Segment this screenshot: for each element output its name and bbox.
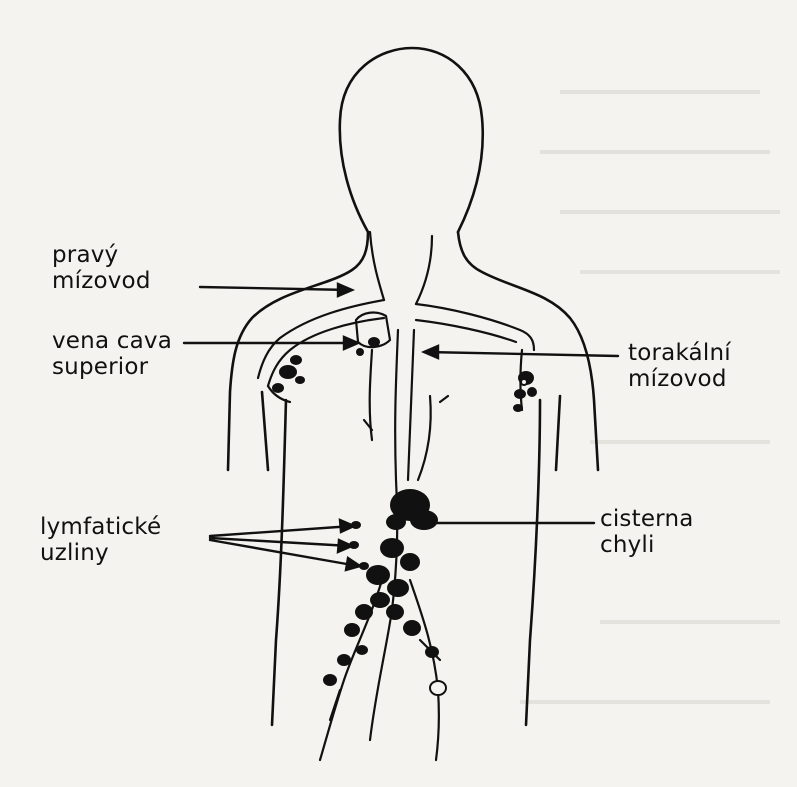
label-thoracic-duct: torakální mízovod: [628, 340, 731, 392]
left-arm-inner-outline: [262, 392, 268, 470]
label-lymph-nodes: lymfatické uzliny: [40, 514, 161, 566]
lymph-node-clusters: [272, 337, 537, 686]
label-thoracic-duct-line1: torakální: [628, 340, 731, 366]
label-svc: vena cava superior: [52, 328, 172, 380]
label-lymph-nodes-line2: uzliny: [40, 540, 161, 566]
label-svc-line2: superior: [52, 354, 172, 380]
thoracic-duct: [370, 330, 398, 740]
arrow-node-3: [210, 540, 358, 566]
label-cisterna-line1: cisterna: [600, 506, 694, 532]
arrow-right-lymph-duct: [200, 287, 350, 290]
label-right-lymph-duct-line1: pravý: [52, 242, 151, 268]
label-lymph-nodes-line1: lymfatické: [40, 514, 161, 540]
left-jugular-vein: [370, 232, 384, 300]
label-cisterna-line2: chyli: [600, 532, 694, 558]
left-torso-outline: [272, 400, 286, 725]
right-torso-outline: [526, 400, 540, 725]
label-right-lymph-duct-line2: mízovod: [52, 268, 151, 294]
right-body-outline: [458, 232, 598, 470]
right-subclavian-vein-top: [416, 304, 534, 350]
label-cisterna-chyli: cisterna chyli: [600, 506, 694, 558]
right-arm-inner-outline: [556, 396, 560, 470]
right-lumbar-chain: [410, 580, 439, 760]
left-body-outline: [228, 232, 368, 470]
label-svc-line1: vena cava: [52, 328, 172, 354]
label-thoracic-duct-line2: mízovod: [628, 366, 731, 392]
head-outline: [340, 48, 483, 232]
label-right-lymph-duct: pravý mízovod: [52, 242, 151, 294]
left-lumbar-chain: [320, 580, 382, 760]
right-jugular-vein: [416, 236, 432, 304]
thoracic-duct-branch: [408, 330, 414, 480]
